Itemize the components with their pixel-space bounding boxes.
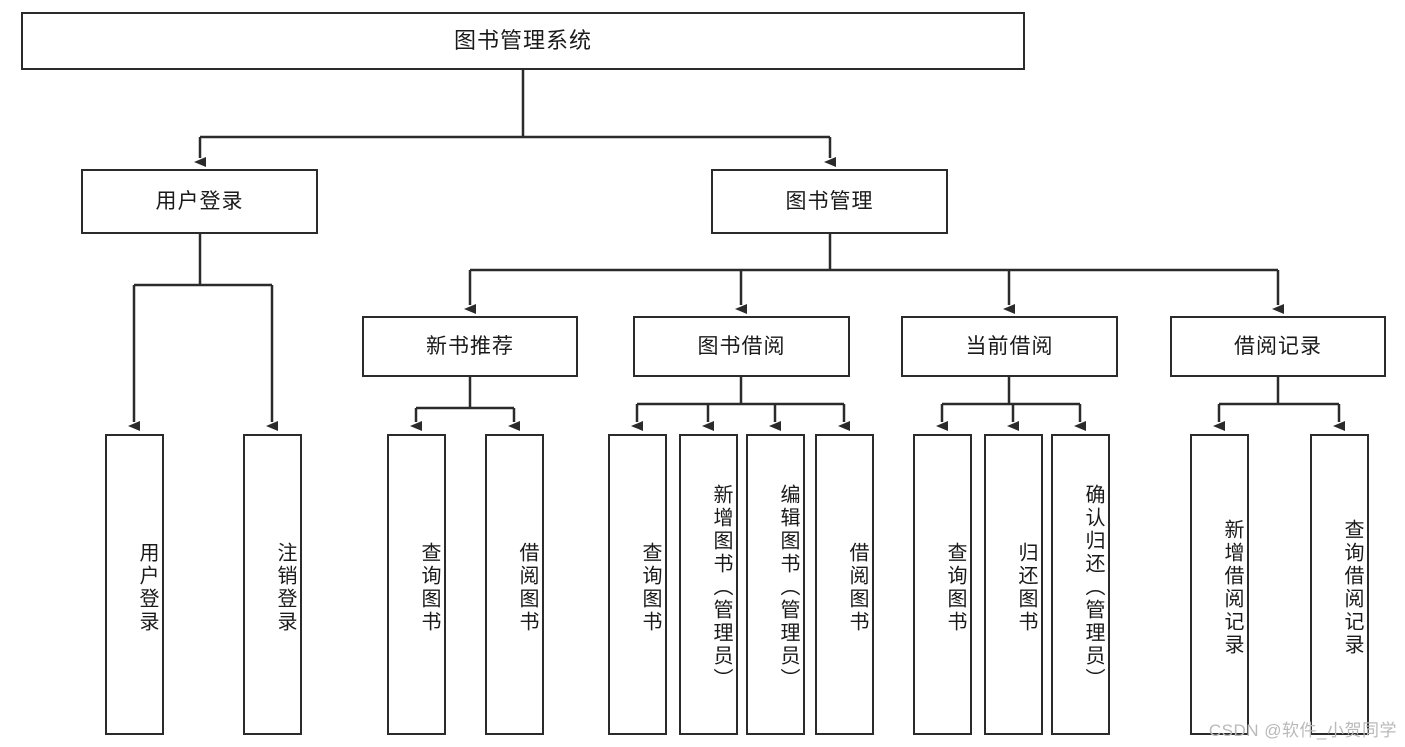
- node-leaf-query-book-borrow[interactable]: 查询图书: [608, 434, 667, 735]
- node-leaf-return-book[interactable]: 归还图书: [984, 434, 1043, 735]
- node-leaf-logout[interactable]: 注销登录: [243, 434, 302, 735]
- node-leaf-query-book-recommend[interactable]: 查询图书: [387, 434, 446, 735]
- node-leaf-query-book-current[interactable]: 查询图书: [913, 434, 972, 735]
- node-leaf-borrow-book-recommend[interactable]: 借阅图书: [485, 434, 544, 735]
- node-book-borrow[interactable]: 图书借阅: [633, 316, 850, 377]
- node-leaf-query-borrow-record[interactable]: 查询借阅记录: [1310, 434, 1369, 735]
- node-root-system[interactable]: 图书管理系统: [21, 12, 1025, 70]
- node-leaf-add-borrow-record[interactable]: 新增借阅记录: [1190, 434, 1249, 735]
- node-new-book-recommend[interactable]: 新书推荐: [362, 316, 578, 377]
- node-leaf-user-login[interactable]: 用户登录: [105, 434, 164, 735]
- node-current-borrow[interactable]: 当前借阅: [901, 316, 1118, 377]
- watermark-text: CSDN @软件_小贺同学: [1208, 721, 1397, 740]
- node-leaf-borrow-book[interactable]: 借阅图书: [815, 434, 874, 735]
- node-leaf-add-book-admin[interactable]: 新增图书（管理员）: [679, 434, 738, 735]
- node-book-manage[interactable]: 图书管理: [711, 169, 948, 234]
- node-user-login[interactable]: 用户登录: [81, 169, 318, 234]
- node-leaf-confirm-return-admin[interactable]: 确认归还（管理员）: [1051, 434, 1110, 735]
- node-leaf-edit-book-admin[interactable]: 编辑图书（管理员）: [746, 434, 805, 735]
- node-borrow-record[interactable]: 借阅记录: [1170, 316, 1386, 377]
